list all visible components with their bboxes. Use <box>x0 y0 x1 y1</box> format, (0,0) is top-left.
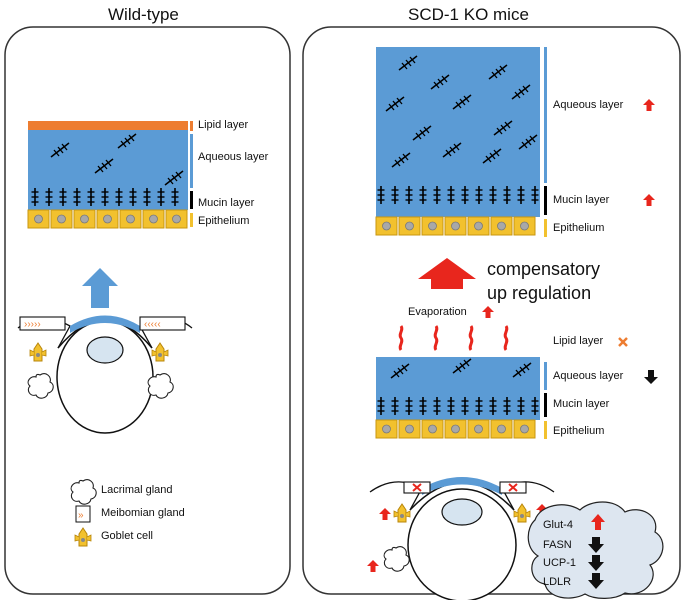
glut4-up-icon <box>591 514 605 530</box>
legend-goblet-label: Goblet cell <box>101 530 153 542</box>
ko-mucin-label-lower: Mucin layer <box>553 398 610 410</box>
legend-goblet-icon <box>74 527 92 547</box>
legend-meibomian-label: Meibomian gland <box>101 507 185 519</box>
ko-lipid-deficient-icon <box>618 337 628 347</box>
wild-type-panel <box>4 26 291 595</box>
svg-text:‹‹‹‹‹: ‹‹‹‹‹ <box>144 319 161 330</box>
wt-epithelium-cells <box>27 209 188 229</box>
evaporation-waves <box>398 324 509 352</box>
evaporation-label: Evaporation <box>408 306 467 318</box>
ko-epithelium-cells-lower <box>375 419 536 439</box>
wt-mucin-label: Mucin layer <box>198 197 255 209</box>
ko-aqueous-layer-lower <box>376 357 540 420</box>
wt-eye: ››››› ‹‹‹‹‹ <box>17 315 193 434</box>
ldlr-down-icon <box>588 573 604 589</box>
gene-ucp1: UCP-1 <box>543 557 577 569</box>
ko-aqueous-down-icon <box>644 370 658 384</box>
wt-lipid-layer <box>28 121 188 130</box>
evaporation-up-icon <box>482 306 494 318</box>
wt-aqueous-label: Aqueous layer <box>198 151 269 163</box>
wt-lipid-label: Lipid layer <box>198 119 249 131</box>
ko-eye <box>367 477 555 600</box>
compensatory-label-line1: compensatory <box>487 259 601 279</box>
svg-text:›››››: ››››› <box>24 319 41 330</box>
svg-text:»: » <box>78 510 84 521</box>
wt-up-arrow <box>82 268 118 308</box>
ko-epithelium-label-upper: Epithelium <box>553 222 605 234</box>
compensatory-label-line2: up regulation <box>487 283 592 303</box>
wild-type-title: Wild-type <box>108 5 179 24</box>
gene-fasn: FASN <box>543 539 572 551</box>
ko-aqueous-layer-upper <box>376 47 540 217</box>
legend-lacrimal-icon <box>70 479 97 505</box>
ko-aqueous-label-upper: Aqueous layer <box>553 99 624 111</box>
gene-ldlr: LDLR <box>543 576 572 588</box>
ko-aqueous-label-lower: Aqueous layer <box>553 370 624 382</box>
wt-aqueous-layer <box>28 130 188 210</box>
legend-meibomian-icon: » <box>75 505 91 523</box>
legend-lacrimal-label: Lacrimal gland <box>101 484 173 496</box>
fasn-down-icon <box>588 537 604 553</box>
ko-panel <box>302 26 681 595</box>
ko-aqueous-up-icon <box>643 99 655 111</box>
ko-epithelium-cells-upper <box>375 216 536 236</box>
compensatory-arrow <box>418 258 476 289</box>
ko-lipid-label-lower: Lipid layer <box>553 335 604 347</box>
gene-glut4: Glut-4 <box>543 519 573 531</box>
ko-mucin-label-upper: Mucin layer <box>553 194 610 206</box>
ucp1-down-icon <box>588 555 604 571</box>
ko-title: SCD-1 KO mice <box>408 5 529 24</box>
ko-mucin-up-icon <box>643 194 655 206</box>
wt-epithelium-label: Epithelium <box>198 215 250 227</box>
ko-epithelium-label-lower: Epithelium <box>553 425 605 437</box>
